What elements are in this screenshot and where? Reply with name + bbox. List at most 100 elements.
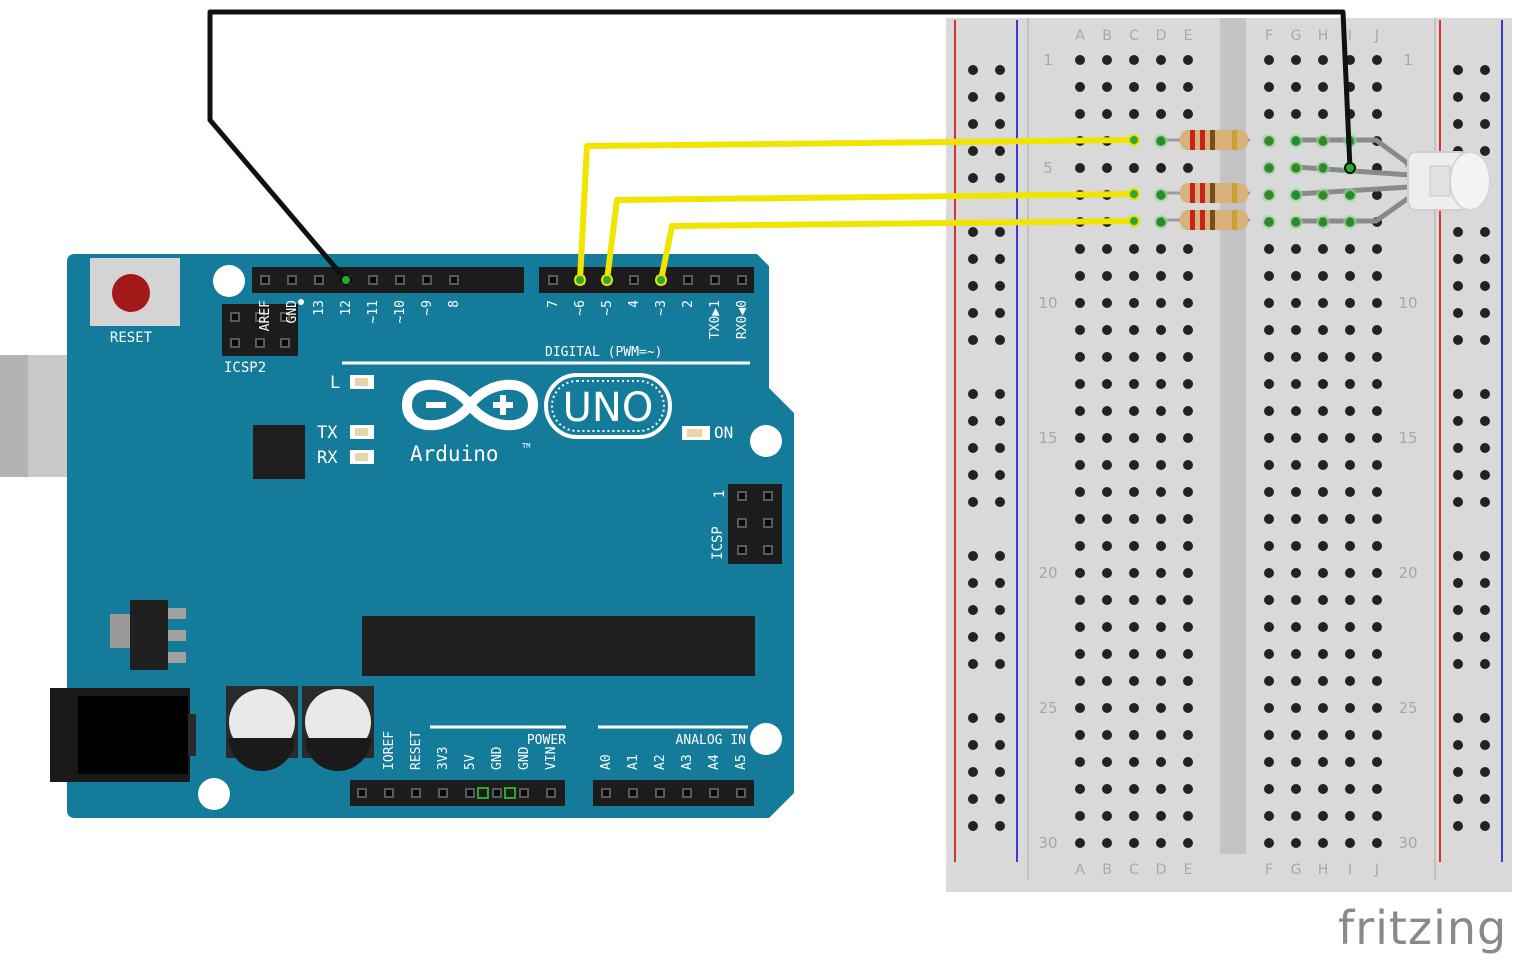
breadboard-hole <box>1129 811 1139 821</box>
rail-hole <box>995 173 1005 183</box>
breadboard-hole <box>1372 649 1382 659</box>
breadboard-hole <box>1075 109 1085 119</box>
reset-button-cap[interactable] <box>112 274 150 312</box>
breadboard-column-label: C <box>1129 862 1139 878</box>
breadboard-hole <box>1264 487 1274 497</box>
breadboard-hole <box>1102 163 1112 173</box>
breadboard-hole <box>1075 514 1085 524</box>
digital-pin-label: AREF <box>258 300 273 331</box>
breadboard-hole <box>1291 622 1301 632</box>
breadboard-hole <box>1129 109 1139 119</box>
breadboard-hole <box>1102 730 1112 740</box>
breadboard-hole <box>1264 541 1274 551</box>
wire-pin3 <box>658 218 1135 281</box>
breadboard-column-label: A <box>1075 862 1085 878</box>
rail-hole <box>968 308 978 318</box>
digital-pin-label: 2 <box>681 300 696 308</box>
breadboard-hole <box>1264 595 1274 605</box>
breadboard-hole <box>1291 325 1301 335</box>
breadboard-hole <box>1318 82 1328 92</box>
breadboard-hole <box>1318 676 1328 686</box>
breadboard-hole <box>1264 460 1274 470</box>
breadboard-hole <box>1183 784 1193 794</box>
digital-pin-label: ~10 <box>393 300 408 323</box>
breadboard-hole <box>1102 325 1112 335</box>
breadboard-hole <box>1372 271 1382 281</box>
breadboard-hole <box>1291 838 1301 848</box>
breadboard-hole <box>1291 514 1301 524</box>
breadboard-hole <box>1291 82 1301 92</box>
rail-hole <box>995 92 1005 102</box>
rail-hole <box>1480 389 1490 399</box>
rail-hole <box>1480 65 1490 75</box>
rail-hole <box>995 767 1005 777</box>
breadboard-column-label: E <box>1184 28 1193 44</box>
breadboard-hole <box>1291 379 1301 389</box>
rail-hole <box>995 254 1005 264</box>
breadboard-column-label: A <box>1075 28 1085 44</box>
breadboard-hole <box>1129 568 1139 578</box>
breadboard-hole <box>1345 811 1355 821</box>
power-pin-label: 5V <box>463 754 478 770</box>
power-header <box>350 780 565 806</box>
breadboard-hole <box>1345 271 1355 281</box>
breadboard-hole <box>1291 433 1301 443</box>
breadboard-hole <box>1156 163 1166 173</box>
breadboard-row-number: 5 <box>1043 159 1053 177</box>
rail-hole <box>1480 254 1490 264</box>
digital-pin-label: 13 <box>312 300 327 316</box>
breadboard-hole <box>1156 568 1166 578</box>
breadboard-hole <box>1102 514 1112 524</box>
breadboard-hole <box>1345 568 1355 578</box>
breadboard-hole <box>1156 460 1166 470</box>
reset-label: RESET <box>110 330 153 346</box>
breadboard-hole <box>1183 109 1193 119</box>
breadboard-center-channel <box>1220 18 1246 854</box>
breadboard-hole <box>1156 649 1166 659</box>
breadboard-column-label: G <box>1291 862 1302 878</box>
breadboard-hole <box>1345 676 1355 686</box>
breadboard-hole <box>1264 730 1274 740</box>
breadboard-hole <box>1264 379 1274 389</box>
rail-hole <box>968 65 978 75</box>
breadboard-hole <box>1102 595 1112 605</box>
breadboard-hole <box>1264 55 1274 65</box>
breadboard-hole <box>1345 352 1355 362</box>
breadboard-hole <box>1129 379 1139 389</box>
breadboard-hole <box>1075 784 1085 794</box>
breadboard-hole <box>1183 82 1193 92</box>
breadboard-hole <box>1075 433 1085 443</box>
rail-hole <box>1453 740 1463 750</box>
breadboard-hole <box>1345 703 1355 713</box>
digital-pin-label: ~5 <box>600 300 615 316</box>
breadboard-hole <box>1345 514 1355 524</box>
breadboard-hole <box>1102 352 1112 362</box>
breadboard-row-number: 30 <box>1398 834 1417 852</box>
rail-hole <box>968 416 978 426</box>
breadboard-hole <box>1102 487 1112 497</box>
breadboard-column-label: B <box>1102 28 1112 44</box>
icsp-header <box>728 484 782 564</box>
rail-hole <box>968 227 978 237</box>
breadboard-hole <box>1183 622 1193 632</box>
breadboard-hole <box>1129 271 1139 281</box>
power-pin-label: GND <box>490 746 505 770</box>
breadboard-hole <box>1318 379 1328 389</box>
digital-pin-label: ~9 <box>420 300 435 316</box>
icsp-pin1: 1 <box>712 490 728 498</box>
breadboard-hole <box>1264 784 1274 794</box>
breadboard-hole <box>1102 541 1112 551</box>
regulator-tab <box>110 614 132 648</box>
rail-hole <box>1480 740 1490 750</box>
breadboard-hole <box>1318 460 1328 470</box>
rail-hole <box>1453 578 1463 588</box>
breadboard-hole <box>1372 730 1382 740</box>
breadboard-hole <box>1372 406 1382 416</box>
breadboard-hole <box>1291 730 1301 740</box>
rail-hole <box>968 92 978 102</box>
rail-hole <box>995 713 1005 723</box>
digital-pin-label: ~6 <box>573 300 588 316</box>
atmega-chip <box>362 616 755 676</box>
breadboard-hole <box>1291 649 1301 659</box>
breadboard-hole <box>1372 352 1382 362</box>
